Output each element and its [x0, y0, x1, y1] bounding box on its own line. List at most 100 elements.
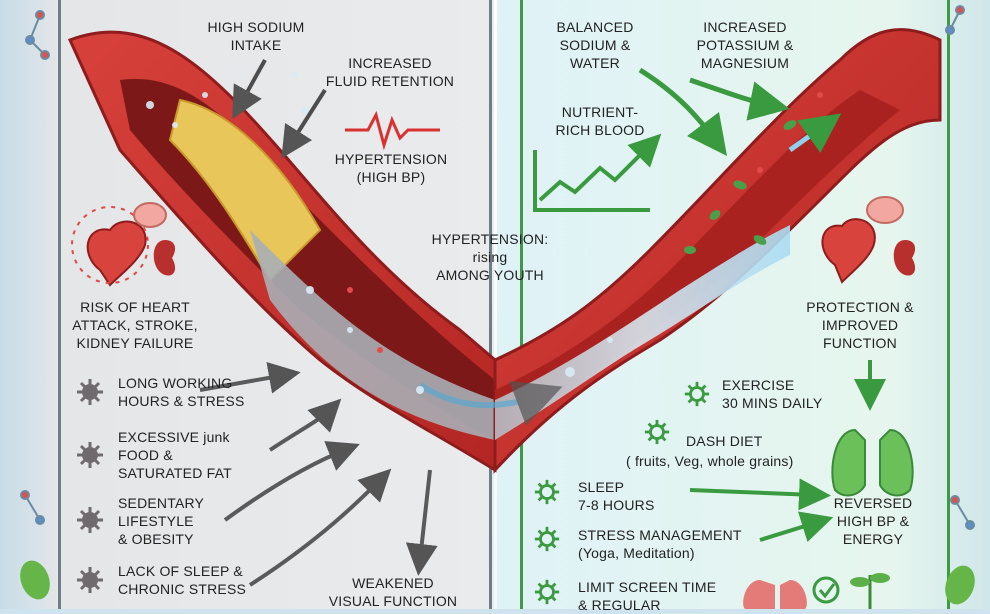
- gear-icon: [77, 567, 103, 593]
- gear-icon: [77, 507, 103, 533]
- healthy-brain-icon: [866, 196, 904, 224]
- label-line: SODIUM &: [559, 37, 631, 53]
- label-protection: PROTECTION & IMPROVED FUNCTION: [785, 298, 935, 352]
- label-line: ENERGY: [842, 531, 904, 547]
- habit-exercise: EXERCISE 30 MINS DAILY: [722, 376, 822, 412]
- label-hypertension: HYPERTENSION (HIGH BP): [316, 150, 466, 186]
- plant-icon: [850, 573, 890, 609]
- check-circle-icon: [812, 576, 840, 604]
- label-line: EXCESSIVE junk: [118, 429, 230, 445]
- habit-dash-diet-detail: ( fruits, Veg, whole grains): [626, 452, 793, 470]
- label-line: PROTECTION &: [806, 299, 914, 315]
- label-line: 30 MINS DAILY: [722, 395, 823, 411]
- small-lungs-icon: [743, 580, 807, 609]
- label-line: INCREASED: [348, 55, 432, 71]
- potassium-arrow: [689, 77, 790, 121]
- plaque-buildup: [168, 98, 322, 282]
- label-line: & REGULAR: [578, 597, 661, 613]
- label-line: SLEEP: [578, 479, 625, 495]
- label-line: INCREASED: [703, 19, 787, 35]
- label-high-sodium: HIGH SODIUM INTAKE: [186, 18, 326, 54]
- label-line: SEDENTARY: [118, 495, 205, 511]
- label-line: WATER: [570, 55, 620, 71]
- leaf-decoration: [20, 560, 975, 605]
- heart-icon: [71, 206, 149, 287]
- green-gear-icon: [644, 419, 670, 445]
- label-line: RICH BLOOD: [555, 122, 645, 138]
- label-line: LIFESTYLE: [118, 513, 194, 529]
- cause-lack-of-sleep: LACK OF SLEEP & CHRONIC STRESS: [118, 562, 246, 598]
- center-title-line: AMONG YOUTH: [436, 267, 544, 283]
- lungs-icon: [831, 428, 914, 497]
- green-gear-icon: [534, 526, 560, 552]
- healthy-heart-icon: [821, 218, 876, 284]
- label-line: FLUID RETENTION: [325, 73, 455, 89]
- center-title-line: HYPERTENSION:: [431, 231, 549, 247]
- sodium-arrow: [232, 59, 267, 119]
- label-line: NUTRIENT-: [561, 104, 639, 120]
- label-line: FOOD &: [118, 447, 173, 463]
- label-line: 7-8 HOURS: [578, 497, 655, 513]
- label-line: HOURS & STRESS: [118, 393, 245, 409]
- gear-icon: [77, 442, 103, 468]
- label-line: INTAKE: [230, 37, 282, 53]
- label-line: ATTACK, STROKE,: [72, 317, 198, 333]
- label-line: HIGH BP &: [836, 513, 910, 529]
- label-risk: RISK OF HEART ATTACK, STROKE, KIDNEY FAI…: [60, 298, 210, 352]
- molecule-decoration-right: [945, 5, 975, 530]
- label-line: SATURATED FAT: [118, 465, 232, 481]
- label-line: HYPERTENSION: [334, 151, 448, 167]
- left-frame: [58, 0, 492, 609]
- brain-icon: [133, 202, 167, 228]
- label-potassium: INCREASED POTASSIUM & MAGNESIUM: [670, 18, 820, 72]
- label-line: EXERCISE: [722, 377, 795, 393]
- label-line: VISUAL FUNCTION: [328, 593, 458, 609]
- gear-icon: [77, 379, 103, 405]
- rising-trend-chart: [533, 145, 650, 212]
- label-line: FUNCTION: [823, 335, 897, 351]
- green-gear-icon: [534, 579, 560, 605]
- label-line: POTASSIUM &: [696, 37, 794, 53]
- label-line: KIDNEY FAILURE: [76, 335, 194, 351]
- label-line: DASH DIET: [686, 433, 763, 449]
- cause-sedentary: SEDENTARY LIFESTYLE & OBESITY: [118, 494, 204, 548]
- label-line: RISK OF HEART: [80, 299, 190, 315]
- cause-junk-food: EXCESSIVE junk FOOD & SATURATED FAT: [118, 428, 232, 482]
- heartbeat-line: [345, 110, 440, 151]
- blood-water-stream: [495, 225, 790, 440]
- green-gear-icon: [684, 381, 710, 407]
- center-title-line: rising: [472, 249, 508, 265]
- label-nutrient: NUTRIENT- RICH BLOOD: [540, 103, 660, 139]
- green-gear-icon: [534, 479, 560, 505]
- label-line: LIMIT SCREEN TIME: [578, 579, 717, 595]
- label-line: IMPROVED: [821, 317, 899, 333]
- right-frame: [520, 0, 950, 609]
- label-line: STRESS MANAGEMENT: [578, 527, 742, 543]
- label-line: & OBESITY: [118, 531, 194, 547]
- habit-stress-management: STRESS MANAGEMENT (Yoga, Meditation): [578, 526, 742, 562]
- label-line: REVERSED: [833, 495, 913, 511]
- label-line: (Yoga, Meditation): [578, 545, 695, 561]
- label-line: HIGH SODIUM: [207, 19, 305, 35]
- label-line: ( fruits, Veg, whole grains): [626, 453, 794, 469]
- molecule-decoration-left: [20, 10, 50, 525]
- label-line: MAGNESIUM: [700, 55, 790, 71]
- label-line: (HIGH BP): [356, 169, 426, 185]
- healthy-kidney-icon: [893, 240, 916, 276]
- label-line: CHRONIC STRESS: [118, 581, 247, 597]
- label-line: BALANCED: [556, 19, 634, 35]
- label-reversed: REVERSED HIGH BP & ENERGY: [818, 494, 928, 548]
- habit-dash-diet: DASH DIET: [686, 432, 762, 450]
- center-title: HYPERTENSION: rising AMONG YOUTH: [400, 230, 580, 284]
- kidney-icon: [153, 240, 176, 276]
- label-line: LONG WORKING: [118, 375, 233, 391]
- habit-sleep: SLEEP 7-8 HOURS: [578, 478, 654, 514]
- center-divider: [494, 0, 497, 609]
- label-line: WEAKENED: [352, 575, 434, 591]
- fluid-arrow: [281, 88, 327, 159]
- label-balanced: BALANCED SODIUM & WATER: [545, 18, 645, 72]
- cause-working-hours: LONG WORKING HOURS & STRESS: [118, 374, 245, 410]
- label-line: LACK OF SLEEP &: [118, 563, 243, 579]
- label-fluid-retention: INCREASED FLUID RETENTION: [300, 54, 480, 90]
